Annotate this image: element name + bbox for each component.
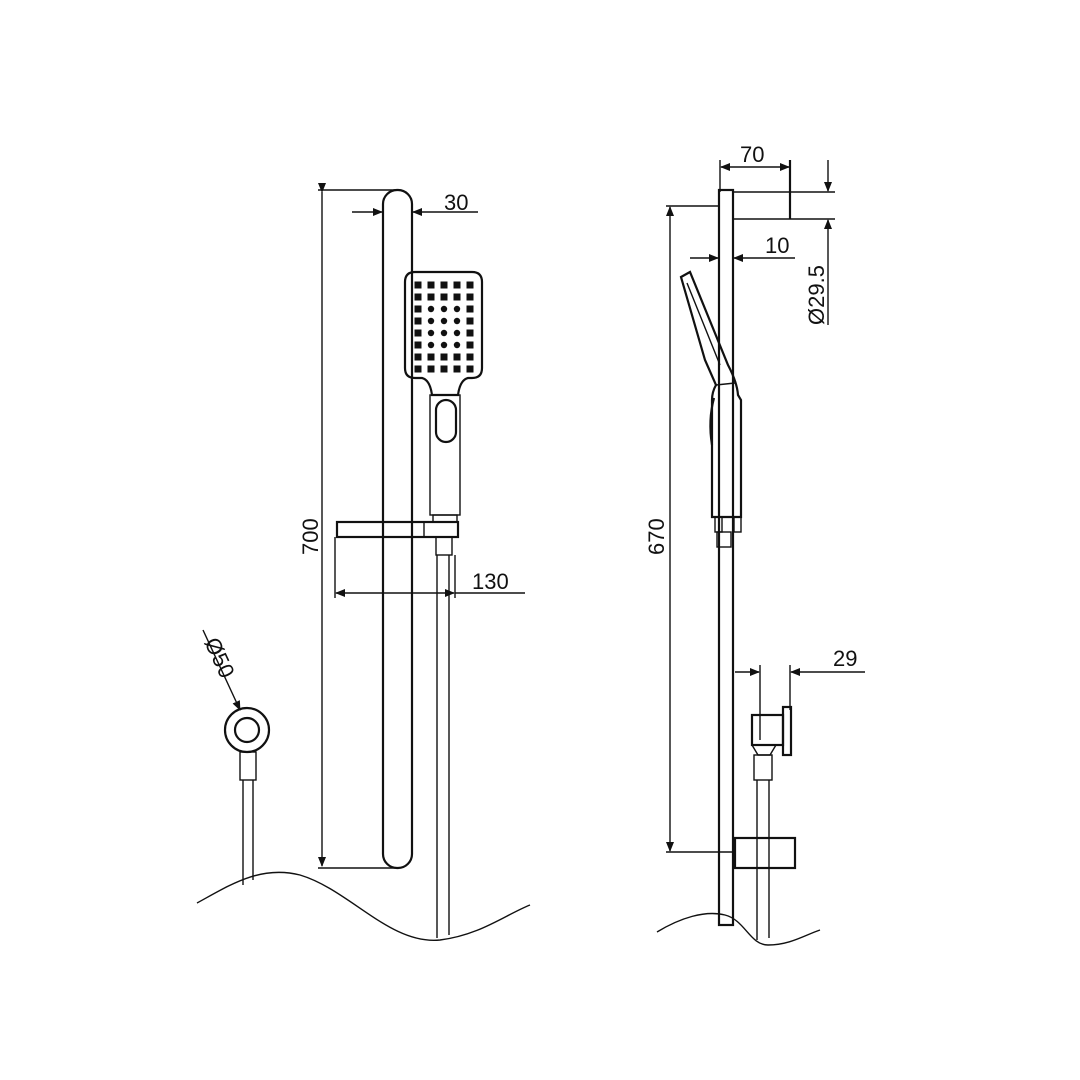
spray-nozzle [466, 353, 474, 361]
wall-elbow-side [750, 705, 793, 940]
spray-nozzle [414, 341, 422, 349]
dimension-670: 670 [644, 205, 735, 853]
wall-bracket [733, 160, 835, 220]
wall-break-line [196, 871, 531, 941]
dim-label-670: 670 [644, 518, 669, 555]
spray-nozzle [440, 341, 448, 349]
wall-break-line-side [656, 912, 821, 946]
side-view: 70 Ø29.5 10 670 [644, 142, 865, 946]
dimension-70: 70 [719, 142, 790, 192]
dim-label-70: 70 [740, 142, 764, 167]
spray-nozzle [453, 317, 461, 325]
dim-label-10: 10 [765, 233, 789, 258]
spray-nozzle [466, 341, 474, 349]
dim-label-bracket-diameter: Ø29.5 [804, 265, 829, 325]
spray-nozzle [440, 293, 448, 301]
slide-rail [381, 188, 414, 870]
dimension-130: 130 [334, 537, 525, 598]
spray-nozzle [453, 281, 461, 289]
spray-nozzle [466, 293, 474, 301]
hand-shower-front [403, 270, 484, 523]
spray-nozzle [440, 365, 448, 373]
spray-nozzle [414, 353, 422, 361]
spray-nozzle [466, 365, 474, 373]
spray-nozzle [453, 341, 461, 349]
spray-button [434, 398, 458, 444]
hand-shower-side [679, 270, 743, 548]
dim-label-outlet-diameter: Ø50 [199, 634, 239, 682]
dim-label-30: 30 [444, 190, 468, 215]
dim-label-700: 700 [298, 518, 323, 555]
spray-nozzle [453, 293, 461, 301]
spray-nozzle [440, 353, 448, 361]
spray-nozzle [466, 317, 474, 325]
spray-nozzle [466, 281, 474, 289]
spray-nozzle [414, 365, 422, 373]
spray-nozzle [427, 353, 435, 361]
slide-holder [335, 520, 460, 556]
spray-nozzle [414, 329, 422, 337]
spray-nozzle [453, 305, 461, 313]
spray-nozzle [440, 329, 448, 337]
spray-nozzle [427, 317, 435, 325]
dim-label-29: 29 [833, 646, 857, 671]
spray-nozzle [414, 305, 422, 313]
spray-nozzle [427, 293, 435, 301]
spray-nozzle [466, 329, 474, 337]
front-view: 700 30 130 [196, 183, 531, 941]
spray-nozzle [453, 353, 461, 361]
spray-nozzle [453, 329, 461, 337]
spray-nozzle [466, 305, 474, 313]
wall-outlet: Ø50 [199, 629, 271, 885]
spray-nozzle [414, 293, 422, 301]
spray-nozzle [427, 281, 435, 289]
spray-nozzle [440, 317, 448, 325]
dimension-30: 30 [352, 190, 478, 216]
spray-nozzle [427, 305, 435, 313]
spray-nozzle [427, 341, 435, 349]
spray-nozzle [414, 317, 422, 325]
spray-nozzle [427, 329, 435, 337]
dim-label-130: 130 [472, 569, 509, 594]
dimension-29: 29 [735, 646, 865, 740]
spray-nozzle [427, 365, 435, 373]
spray-nozzle [440, 305, 448, 313]
spray-nozzle [453, 365, 461, 373]
spray-nozzle [440, 281, 448, 289]
dimension-diameter-29-5: Ø29.5 [804, 160, 832, 325]
rail-bracket-bottom [733, 836, 797, 870]
slide-rail-side [717, 188, 735, 927]
dimension-700: 700 [298, 183, 398, 869]
spray-nozzle [414, 281, 422, 289]
dimension-10: 10 [690, 233, 795, 262]
